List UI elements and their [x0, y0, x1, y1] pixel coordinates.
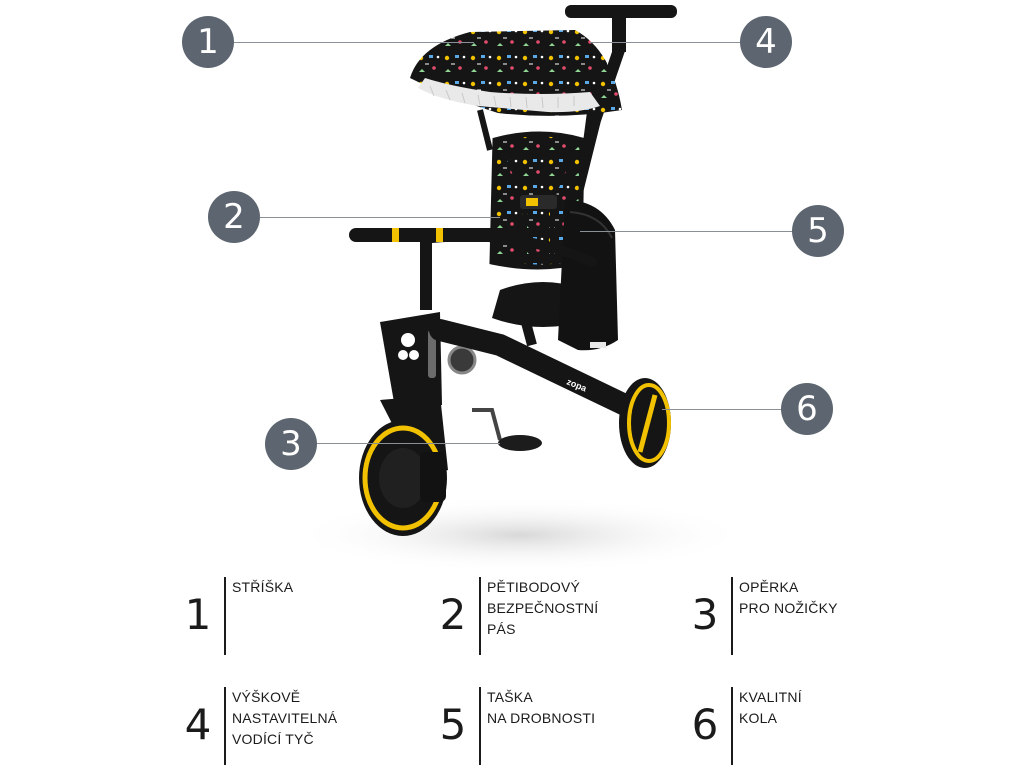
- frame: zopa: [380, 298, 636, 416]
- legend-number: 2: [439, 590, 467, 639]
- legend-divider: [224, 687, 226, 765]
- seat: [489, 131, 588, 328]
- legend-item-2: 2 PĚTIBODOVÝ BEZPEČNOSTNÍ PÁS: [435, 577, 675, 657]
- legend-label: VÝŠKOVĚ NASTAVITELNÁ VODÍCÍ TYČ: [232, 689, 338, 747]
- leader-line-4: [590, 42, 740, 43]
- leader-line-6: [662, 409, 782, 410]
- legend-divider: [224, 577, 226, 655]
- callout-badge-6: 6: [781, 383, 833, 435]
- legend-number: 4: [184, 700, 212, 749]
- callout-badge-3: 3: [265, 418, 317, 470]
- legend-item-3: 3 OPĚRKA PRO NOŽIČKY: [687, 577, 927, 657]
- legend-number: 1: [184, 590, 212, 639]
- callout-badge-1: 1: [182, 16, 234, 68]
- legend-divider: [479, 687, 481, 765]
- storage-bag: [558, 200, 618, 351]
- legend-item-4: 4 VÝŠKOVĚ NASTAVITELNÁ VODÍCÍ TYČ: [180, 687, 420, 767]
- rear-wheel: [619, 378, 671, 468]
- tricycle-image: zopa: [290, 5, 750, 573]
- legend-label: KVALITNÍ KOLA: [739, 689, 802, 726]
- legend-item-5: 5 TAŠKA NA DROBNOSTI: [435, 687, 675, 767]
- leader-line-2: [260, 217, 500, 218]
- legend-label: PĚTIBODOVÝ BEZPEČNOSTNÍ PÁS: [487, 579, 599, 637]
- handlebar: [349, 228, 501, 310]
- legend-item-1: 1 STŘÍŠKA: [180, 577, 420, 657]
- leader-line-3: [315, 443, 500, 444]
- leader-line-5: [580, 231, 793, 232]
- legend-number: 6: [691, 700, 719, 749]
- legend-number: 3: [691, 590, 719, 639]
- floor-shadow: [290, 497, 750, 573]
- legend-divider: [731, 687, 733, 765]
- legend-number: 5: [439, 700, 467, 749]
- callout-badge-2: 2: [208, 191, 260, 243]
- front-wheel: [359, 395, 448, 536]
- leader-line-1: [234, 42, 474, 43]
- callout-badge-4: 4: [740, 16, 792, 68]
- callout-badge-5: 5: [792, 205, 844, 257]
- legend-label: STŘÍŠKA: [232, 579, 294, 595]
- legend-divider: [731, 577, 733, 655]
- legend-label: TAŠKA NA DROBNOSTI: [487, 689, 596, 726]
- legend-label: OPĚRKA PRO NOŽIČKY: [739, 579, 838, 616]
- footrest: [472, 408, 542, 451]
- legend-item-6: 6 KVALITNÍ KOLA: [687, 687, 927, 767]
- canopy: [410, 30, 622, 116]
- legend-divider: [479, 577, 481, 655]
